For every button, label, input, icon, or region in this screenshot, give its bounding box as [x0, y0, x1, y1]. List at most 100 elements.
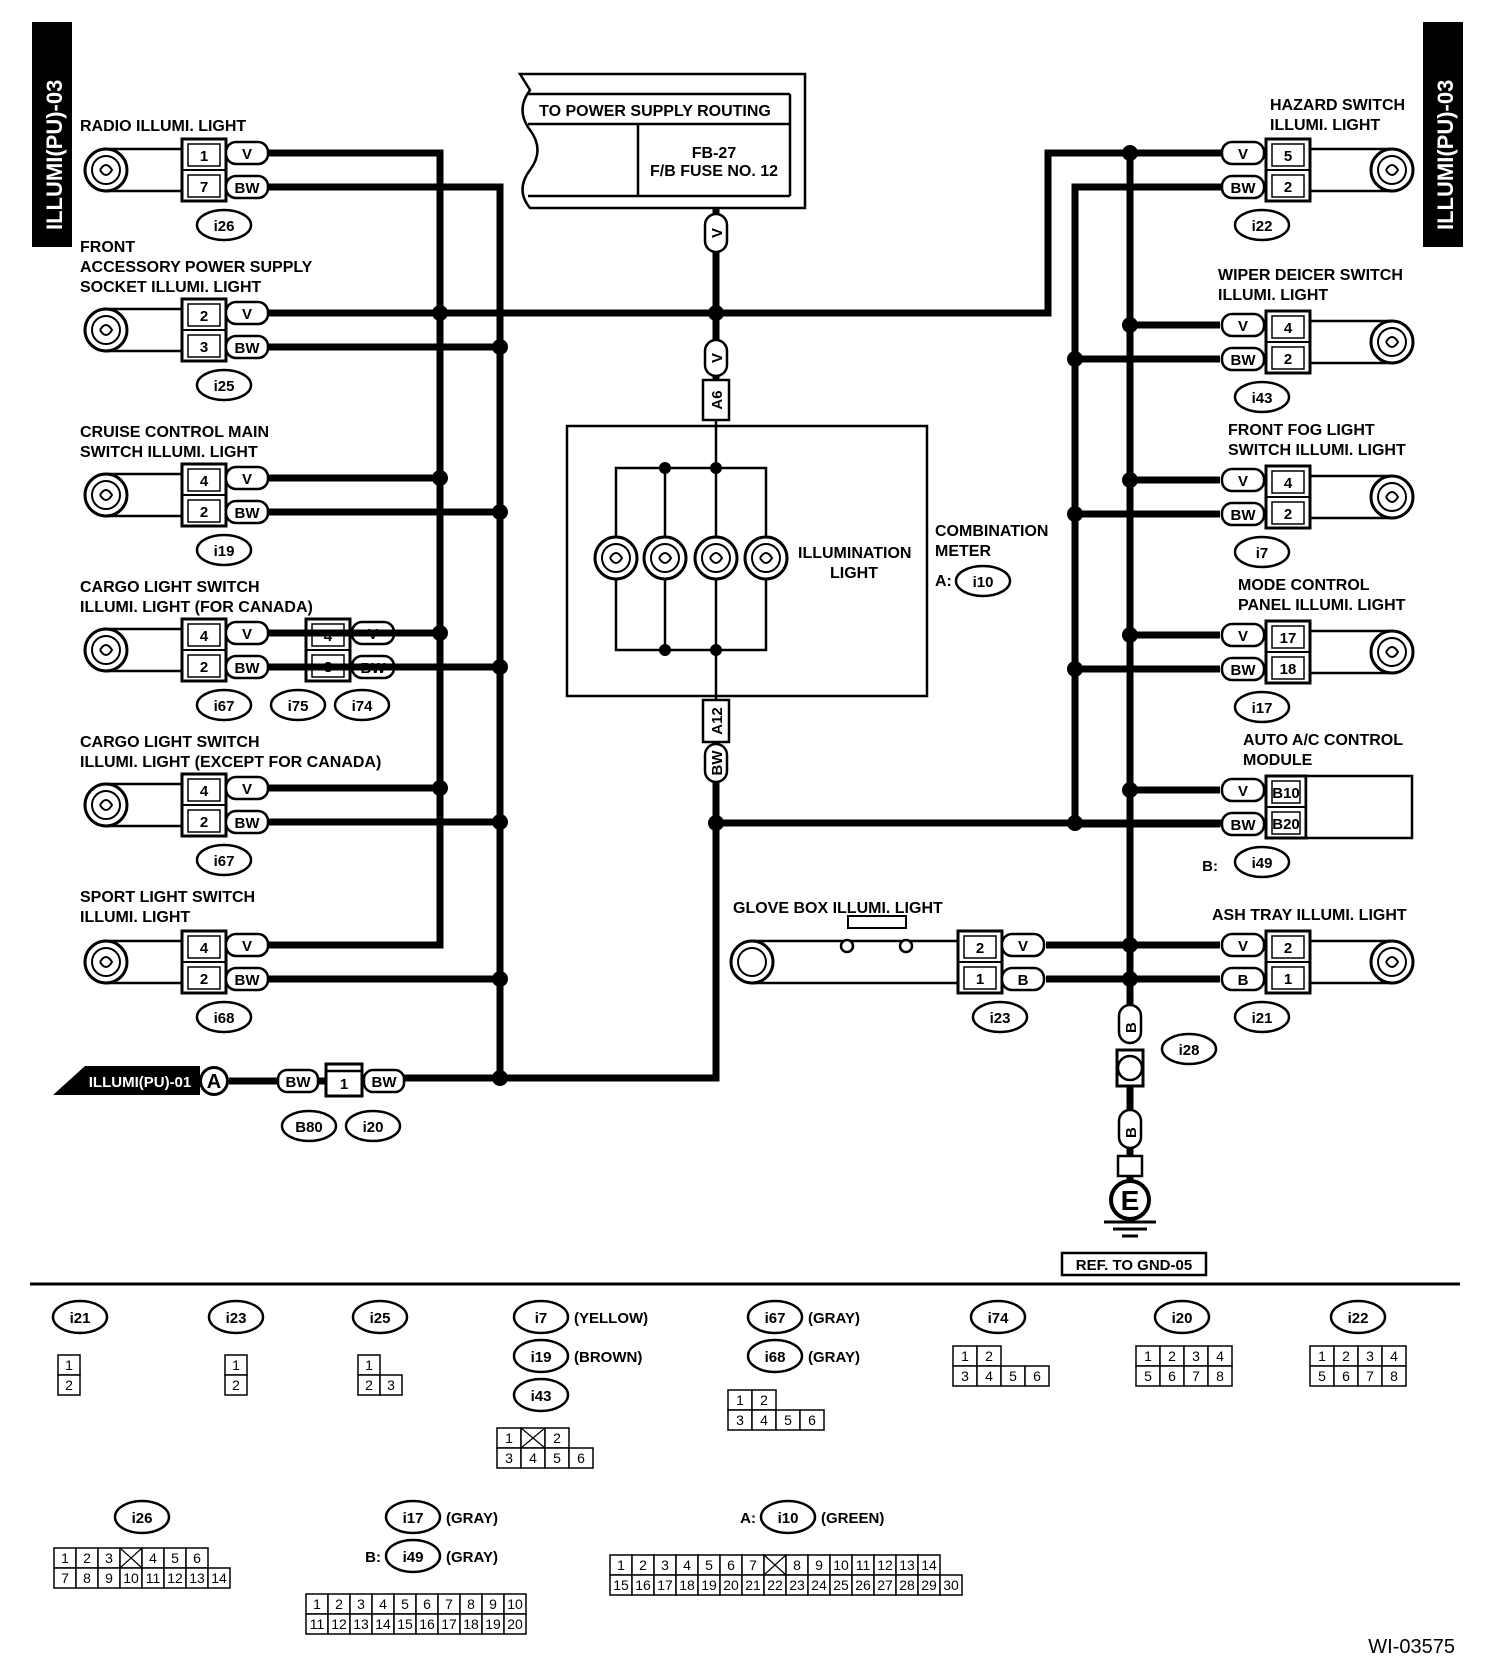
- pin-cell: 7: [1192, 1368, 1200, 1384]
- bottom-pin: 1: [340, 1076, 348, 1093]
- left-connector-id-0[interactable]: i26: [195, 208, 253, 242]
- connector-view-id-i19: i19: [531, 1349, 552, 1366]
- pin-cell: 6: [1168, 1368, 1176, 1384]
- glove-box-label: GLOVE BOX ILLUMI. LIGHT: [733, 900, 943, 917]
- left-connector-3: 42: [180, 617, 228, 683]
- pin-cell: 1: [1318, 1348, 1326, 1364]
- pin-cell: 3: [661, 1557, 669, 1573]
- connector-view-i67[interactable]: i67(GRAY): [746, 1299, 860, 1335]
- junction-12: [1122, 145, 1138, 161]
- meter-connector-oval[interactable]: [954, 564, 1012, 598]
- left-connector-id-2[interactable]: i19: [195, 533, 253, 567]
- pin-cell: 13: [353, 1616, 369, 1632]
- left-bulb-icon-3: [83, 627, 129, 673]
- right-connector-id-4[interactable]: i49: [1233, 845, 1291, 879]
- left-bulb-icon-2: [83, 472, 129, 518]
- bottom-conn-a: B80: [295, 1119, 323, 1136]
- right-connector-id-1[interactable]: i43: [1233, 380, 1291, 414]
- bottom-conn-b: i20: [363, 1119, 384, 1136]
- glove-box-connector: 21: [956, 929, 1004, 995]
- connector-view-i17[interactable]: i17(GRAY): [384, 1499, 498, 1535]
- junction-1: [432, 470, 448, 486]
- left-relay-id-a-3[interactable]: i75: [269, 688, 327, 722]
- connector-view-i19[interactable]: i19(BROWN): [512, 1338, 642, 1374]
- right-connector-5-pin-top: 2: [1284, 940, 1292, 957]
- right-connector-id-3-text: i17: [1252, 700, 1273, 717]
- connector-view-i7[interactable]: i7(YELLOW): [512, 1299, 648, 1335]
- pin-cell: 2: [365, 1377, 373, 1393]
- right-side-tab[interactable]: ILLUMI(PU)-03: [1423, 22, 1463, 247]
- junction-2: [432, 625, 448, 641]
- center-tag-bw-text: BW: [709, 750, 726, 776]
- pin-cell: 30: [943, 1577, 959, 1593]
- pin-cell: 2: [83, 1550, 91, 1566]
- left-connector-id-5-text: i68: [214, 1010, 235, 1027]
- left-connector-id-2-text: i19: [214, 543, 235, 560]
- right-connector-id-5[interactable]: i21: [1233, 1000, 1291, 1034]
- junction-dots: [432, 145, 1138, 1086]
- pin-cell: 4: [379, 1596, 387, 1612]
- junction-10: [708, 305, 724, 321]
- right-wire-bw-1-text: BW: [1231, 352, 1257, 369]
- right-wire-v-4: V: [1220, 777, 1266, 803]
- right-connector-id-2[interactable]: i7: [1233, 535, 1291, 569]
- left-connector-id-4[interactable]: i67: [195, 843, 253, 877]
- junction-16: [1122, 782, 1138, 798]
- left-side-tab[interactable]: ILLUMI(PU)-03: [32, 22, 72, 247]
- right-bulb-icon-1: [1369, 319, 1415, 365]
- right-connector-id-0[interactable]: i22: [1233, 208, 1291, 242]
- glove-box-connector-id[interactable]: i23: [971, 1000, 1029, 1034]
- pin-cell: 4: [1216, 1348, 1224, 1364]
- left-connector-4-pin-bottom: 2: [200, 814, 208, 831]
- left-connector-1-pin-bottom: 3: [200, 339, 208, 356]
- junction-4: [492, 339, 508, 355]
- left-relay-id-b-3[interactable]: i74: [333, 688, 391, 722]
- right-connector-id-3[interactable]: i17: [1233, 690, 1291, 724]
- meter-bulb-icon-0: [593, 535, 639, 581]
- pin-cell: 3: [387, 1377, 395, 1393]
- pin-cell: 4: [985, 1368, 993, 1384]
- bottom-link[interactable]: ILLUMI(PU)-01 A BW 1 BW B80 i20: [53, 1062, 406, 1143]
- left-connector-id-4-text: i67: [214, 853, 235, 870]
- pin-cell: 7: [749, 1557, 757, 1573]
- left-connector-id-5[interactable]: i68: [195, 1000, 253, 1034]
- left-connector-id-3[interactable]: i67: [195, 688, 253, 722]
- junction-17: [1122, 937, 1138, 953]
- left-wire-v-0-text: V: [242, 146, 252, 163]
- left-wire-bw-3: BW: [224, 654, 270, 680]
- right-wire-bw-2-text: BW: [1231, 507, 1257, 524]
- left-connector-0: 17: [180, 137, 228, 203]
- left-connector-id-1[interactable]: i25: [195, 368, 253, 402]
- left-wire-v-4-text: V: [242, 781, 252, 798]
- right-wire-bw-2: BW: [1220, 501, 1266, 527]
- right-connector-5-pin-bottom: 1: [1284, 971, 1292, 988]
- pin-cell: 18: [463, 1616, 479, 1632]
- ground-connector-oval[interactable]: [1160, 1032, 1218, 1066]
- pin-cell: 25: [833, 1577, 849, 1593]
- left-label-1-2: ACCESSORY POWER SUPPLY: [80, 259, 313, 276]
- pin-cell: 11: [856, 1557, 871, 1573]
- pin-cell: 3: [357, 1596, 365, 1612]
- pin-cell: 18: [679, 1577, 695, 1593]
- right-connector-3-pin-bottom: 18: [1280, 661, 1297, 678]
- right-connector-3-pin-top: 17: [1280, 630, 1297, 647]
- right-label-2-1: FRONT FOG LIGHT: [1228, 422, 1375, 439]
- right-label-1-1: WIPER DEICER SWITCH: [1218, 267, 1403, 284]
- right-label-4-2: MODULE: [1243, 752, 1313, 769]
- pin-cell: 2: [335, 1596, 343, 1612]
- pin-cell: 21: [745, 1577, 761, 1593]
